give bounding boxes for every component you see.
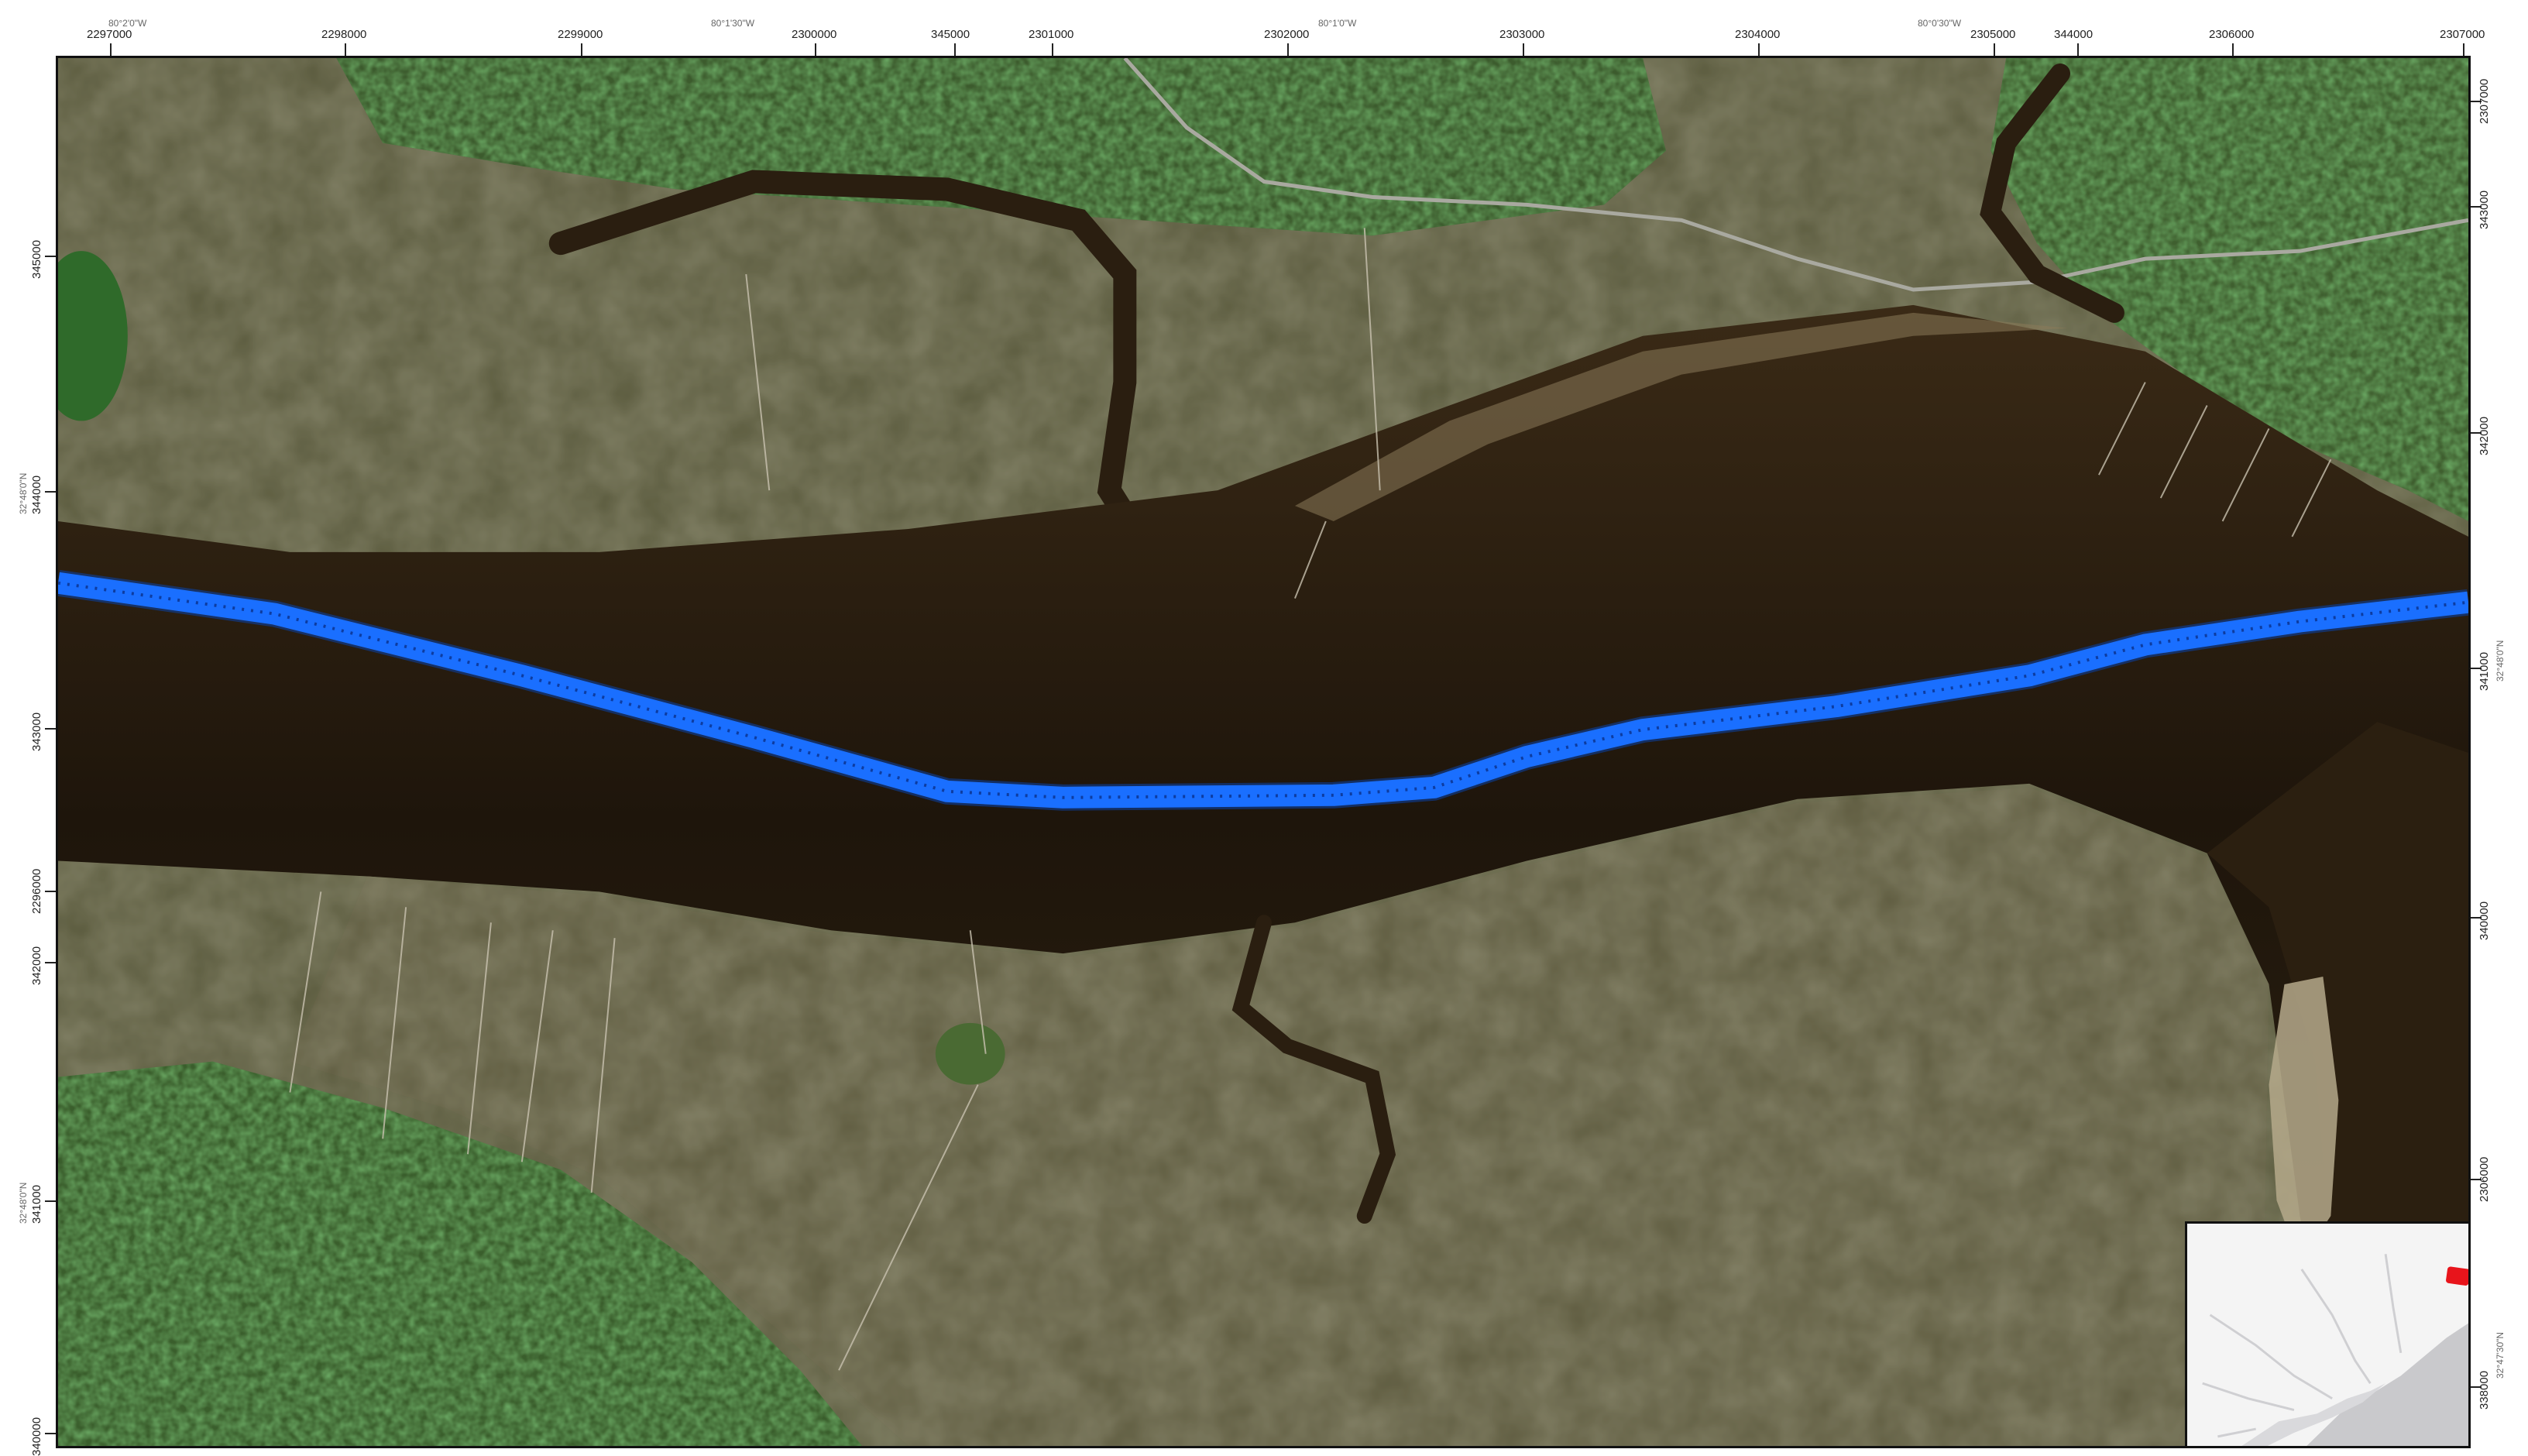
- west-tree-clump: [58, 251, 128, 421]
- top-tick-mark: [2077, 43, 2079, 56]
- right-tick-mark: [2471, 1179, 2482, 1180]
- top-grid-label: 2299000: [558, 28, 603, 41]
- top-grid-label: 2297000: [87, 28, 132, 41]
- right-dms-label: 32°48'0"N: [2495, 640, 2506, 682]
- top-dms-label: 80°2'0"W: [108, 18, 147, 29]
- inset-harbor: [2241, 1383, 2386, 1446]
- top-tick-mark: [581, 43, 582, 56]
- left-tick-mark: [45, 891, 56, 892]
- left-tick-mark: [45, 728, 56, 730]
- right-tick-mark: [2471, 101, 2482, 102]
- right-tick-mark: [2471, 1386, 2482, 1388]
- top-dms-label: 80°1'0"W: [1318, 18, 1357, 29]
- top-tick-mark: [1523, 43, 1524, 56]
- south-knoll: [935, 1022, 1005, 1085]
- map-frame[interactable]: [56, 56, 2471, 1448]
- right-dms-label: 32°47'30"N: [2495, 1331, 2506, 1379]
- northeast-creek: [1980, 63, 2124, 323]
- right-grid-label: 343000: [2478, 190, 2491, 229]
- northeast-settlement-trees: [1990, 58, 2468, 521]
- top-grid-label: 2305000: [1970, 28, 2016, 41]
- top-grid-label: 2302000: [1264, 28, 1310, 41]
- top-tick-mark: [1994, 43, 1995, 56]
- top-tick-mark: [815, 43, 816, 56]
- top-tick-mark: [1052, 43, 1053, 56]
- top-dms-label: 80°0'30"W: [1918, 18, 1962, 29]
- sand-bar: [2269, 977, 2339, 1262]
- main-river: [58, 304, 2468, 1446]
- top-tick-mark: [1758, 43, 1760, 56]
- right-grid-label: 341000: [2478, 651, 2491, 691]
- top-grid-label: 2306000: [2209, 28, 2255, 41]
- left-grid-label: 345000: [30, 239, 43, 279]
- inset-ocean: [2306, 1323, 2468, 1446]
- left-tick-mark: [45, 1433, 56, 1434]
- right-tick-mark: [2471, 668, 2482, 669]
- right-tick-mark: [2471, 206, 2482, 208]
- left-dms-label: 32°48'0"N: [18, 472, 29, 514]
- satellite-map[interactable]: [58, 58, 2468, 1446]
- top-grid-label: 2303000: [1499, 28, 1545, 41]
- top-grid-label: 2307000: [2440, 28, 2485, 41]
- left-grid-label: 340000: [30, 1417, 43, 1456]
- top-tick-mark: [2463, 43, 2464, 56]
- left-tick-mark: [45, 491, 56, 493]
- inset-locator-map[interactable]: [2185, 1221, 2468, 1446]
- left-grid-label: 342000: [30, 946, 43, 985]
- top-grid-label: 345000: [931, 28, 970, 41]
- south-marsh-texture: [290, 787, 2269, 1446]
- left-tick-mark: [45, 1200, 56, 1202]
- left-dms-label: 32°48'0"N: [18, 1182, 29, 1224]
- right-tick-mark: [2471, 432, 2482, 434]
- top-grid-label: 2298000: [321, 28, 367, 41]
- top-tick-mark: [954, 43, 956, 56]
- left-tick-mark: [45, 256, 56, 257]
- right-grid-label: 338000: [2478, 1370, 2491, 1410]
- left-grid-label: 2296000: [30, 868, 43, 914]
- top-tick-mark: [110, 43, 112, 56]
- top-grid-label: 2301000: [1029, 28, 1074, 41]
- top-tick-mark: [345, 43, 346, 56]
- top-tick-mark: [2232, 43, 2234, 56]
- north-shore-sand: [1294, 312, 2068, 521]
- left-grid-label: 344000: [30, 475, 43, 514]
- left-grid-label: 343000: [30, 712, 43, 751]
- docks: [289, 228, 2332, 1371]
- channel-route-stipple: [58, 581, 2468, 799]
- inset-rivers: [2202, 1254, 2403, 1438]
- top-tick-mark: [1287, 43, 1289, 56]
- top-grid-label: 2300000: [792, 28, 837, 41]
- top-dms-label: 80°1'30"W: [711, 18, 755, 29]
- right-tick-mark: [2471, 917, 2482, 919]
- inset-study-area-marker: [2446, 1266, 2468, 1286]
- right-grid-label: 342000: [2478, 416, 2491, 455]
- right-grid-label: 340000: [2478, 901, 2491, 940]
- top-grid-label: 2304000: [1735, 28, 1781, 41]
- south-tidal-creek: [1231, 915, 1396, 1224]
- inset-map-graphic: [2187, 1224, 2468, 1446]
- southwest-settlement-trees: [58, 1061, 862, 1446]
- north-road: [1123, 58, 2468, 292]
- left-tick-mark: [45, 962, 56, 963]
- top-grid-label: 344000: [2054, 28, 2094, 41]
- left-grid-label: 341000: [30, 1184, 43, 1224]
